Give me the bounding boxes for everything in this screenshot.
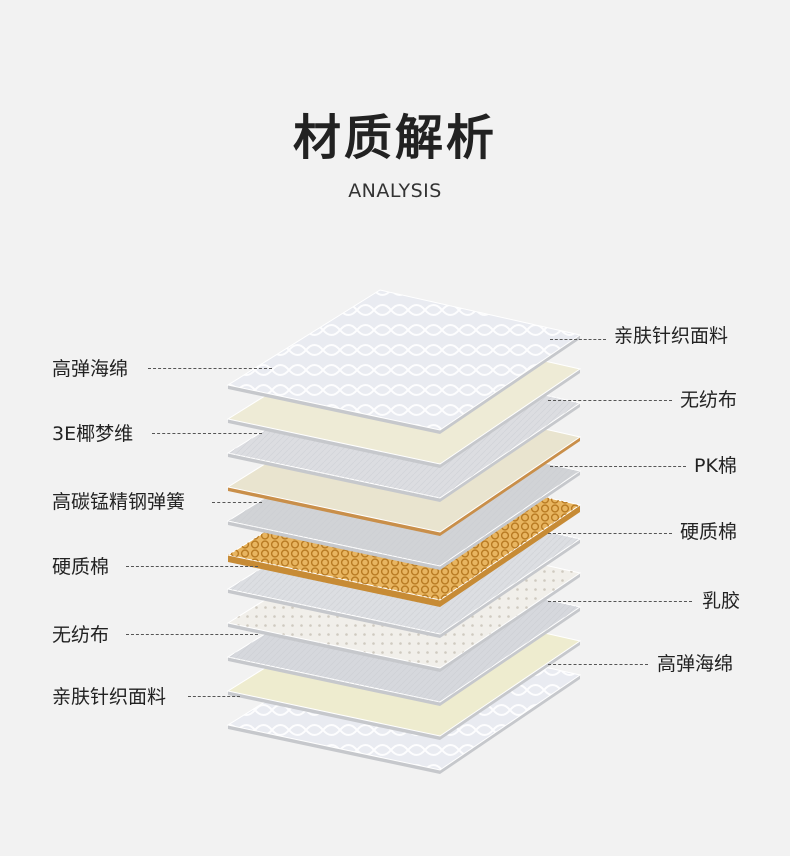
leader-line [126, 566, 258, 567]
leader-line [548, 400, 672, 401]
leader-line [148, 368, 272, 369]
label-right-nonwoven: 无纺布 [680, 389, 737, 411]
leader-line [126, 634, 258, 635]
label-left-foam: 高弹海绵 [52, 358, 128, 380]
leader-line [550, 339, 606, 340]
label-left-spring: 高碳锰精钢弹簧 [52, 491, 185, 513]
label-right-hard-cotton: 硬质棉 [680, 521, 737, 543]
label-left-fabric: 亲肤针织面料 [52, 686, 166, 708]
leader-line [550, 466, 686, 467]
label-right-foam: 高弹海绵 [657, 653, 733, 675]
leader-line [548, 664, 648, 665]
label-right-latex: 乳胶 [702, 590, 740, 612]
leader-line [188, 696, 240, 697]
leader-line [212, 502, 262, 503]
leader-line [548, 601, 692, 602]
leader-line [548, 533, 672, 534]
label-left-hard-cotton: 硬质棉 [52, 556, 109, 578]
leader-line [152, 433, 262, 434]
label-right-fabric: 亲肤针织面料 [614, 325, 728, 347]
label-left-nonwoven: 无纺布 [52, 624, 109, 646]
label-right-pk-cotton: PK棉 [694, 455, 737, 477]
label-left-coir: 3E椰梦维 [52, 423, 133, 445]
